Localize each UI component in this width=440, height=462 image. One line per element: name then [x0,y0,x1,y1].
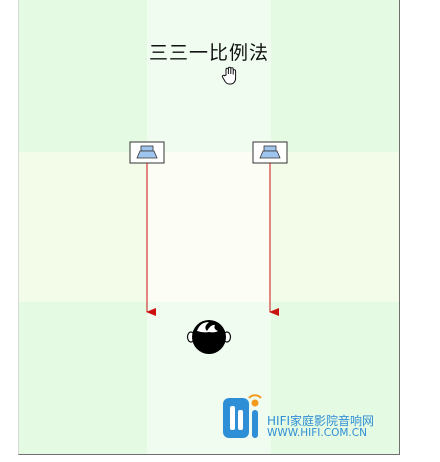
zone-left-front [19,0,147,152]
watermark-site-name: HIFI家庭影院音响网 [267,414,375,428]
listener-head-icon [186,320,232,354]
zone-right-rear [271,302,399,454]
zone-right-front [271,0,399,152]
right-speaker [252,141,288,164]
zone-center-front [147,0,271,152]
diagram-title: 三三一比例法 [148,42,269,64]
room-diagram: 三三一比例法 [18,0,400,455]
watermark-site-url: WWW.HIFI.COM.CN [267,427,367,439]
hifi-logo-icon [223,394,262,438]
watermark: HIFI家庭影院音响网 WWW.HIFI.COM.CN [222,394,400,442]
zone-center-middle [147,152,271,302]
left-speaker [129,141,165,164]
hand-cursor-icon [221,66,237,85]
zone-right-middle [271,152,399,302]
zone-left-rear [19,302,147,454]
zone-left-middle [19,152,147,302]
